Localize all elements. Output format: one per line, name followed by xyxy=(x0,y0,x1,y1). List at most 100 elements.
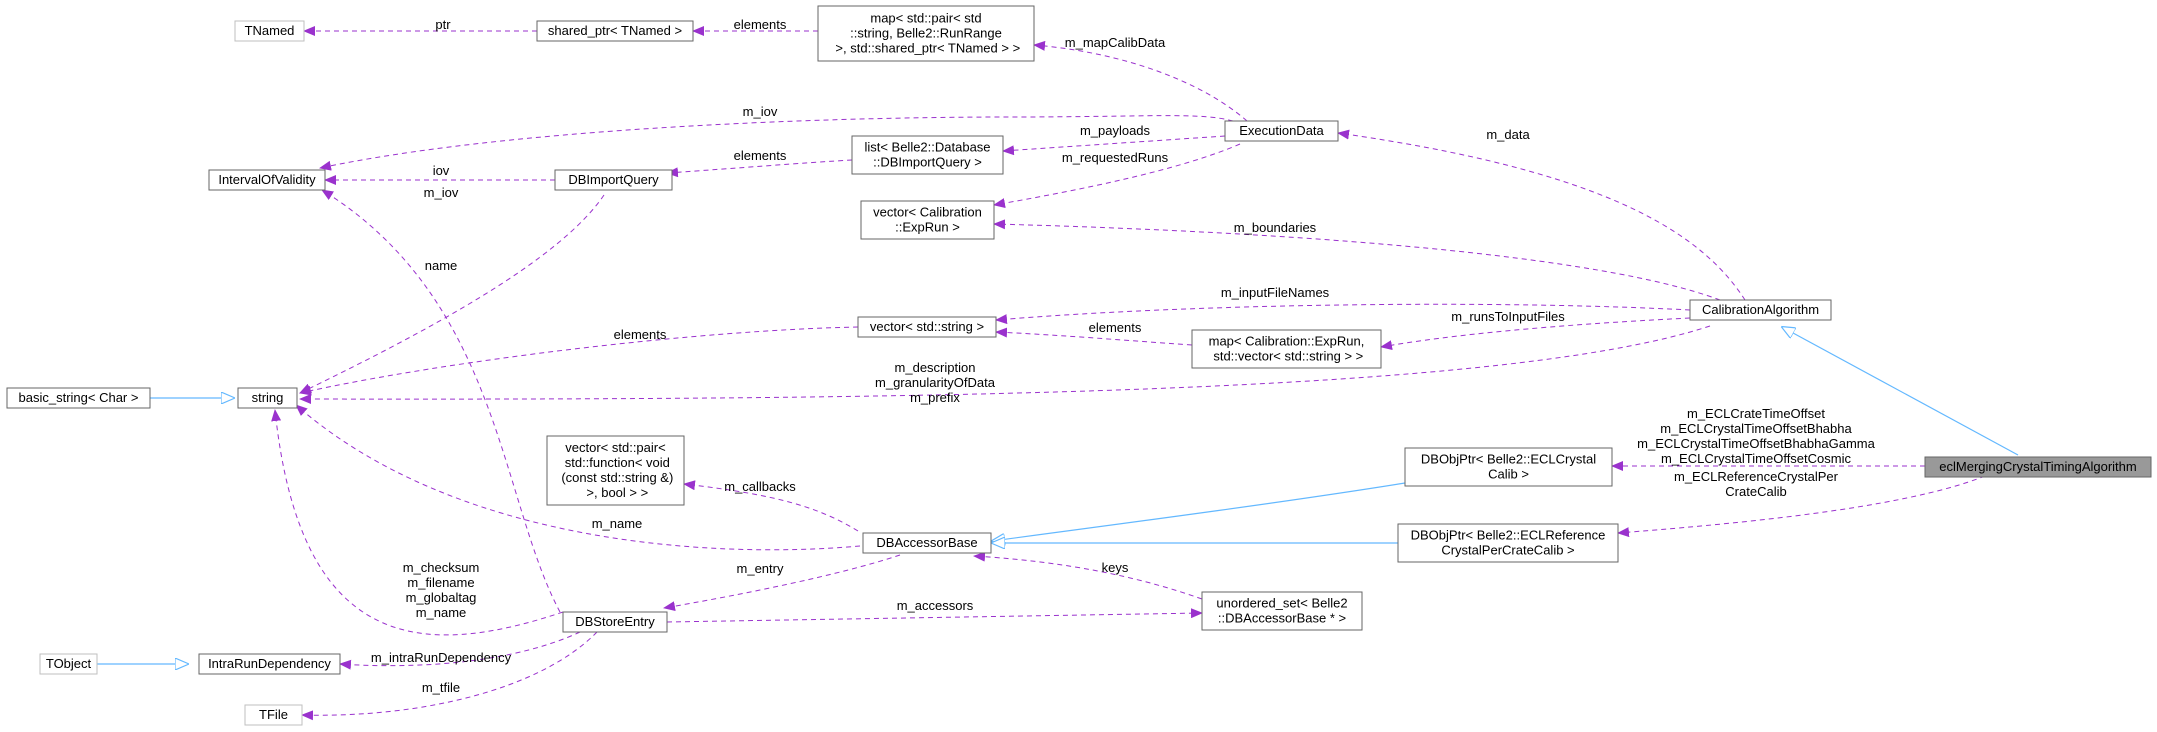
node-label-line: map< Calibration::ExpRun, xyxy=(1209,334,1365,349)
edge-m-payloads xyxy=(1002,135,1226,156)
node-tnamed[interactable]: TNamed xyxy=(234,20,305,42)
edge-label-elements-vecstr: elements xyxy=(614,327,667,342)
node-box xyxy=(857,316,997,338)
edge-label-line: m_granularityOfData xyxy=(875,375,996,390)
node-box xyxy=(860,200,995,240)
edge-m-checksum xyxy=(271,409,564,636)
edge-label-m-runsToInputFiles: m_runsToInputFiles xyxy=(1451,309,1565,324)
node-box xyxy=(536,20,694,42)
node-label: string xyxy=(252,390,284,405)
node-label-line: vector< Calibration xyxy=(873,205,982,220)
node-label: DBImportQuery xyxy=(568,172,659,187)
node-box xyxy=(6,387,151,409)
node-label-line: >, bool > > xyxy=(583,485,648,500)
edge-label-line: name xyxy=(425,258,458,273)
edge-label-m-name: m_name xyxy=(592,516,643,531)
node-label-line: IntervalOfValidity xyxy=(218,172,316,187)
node-map-calib[interactable]: map< std::pair< std::string, Belle2::Run… xyxy=(817,5,1035,62)
node-label-line: ::string, Belle2::RunRange xyxy=(850,26,1002,41)
node-label-line: DBObjPtr< Belle2::ECLCrystal xyxy=(1421,452,1596,467)
node-basic-string[interactable]: basic_string< Char > xyxy=(6,387,151,409)
node-box xyxy=(234,20,305,42)
edge-m-accessors xyxy=(666,608,1203,623)
edge-label-line: iov xyxy=(433,163,450,178)
edge-label-m-data: m_data xyxy=(1486,127,1530,142)
node-label-line: CalibrationAlgorithm xyxy=(1702,302,1819,317)
edge-label-line: m_tfile xyxy=(422,680,460,695)
node-interval[interactable]: IntervalOfValidity xyxy=(208,169,326,191)
edge-label-line: keys xyxy=(1102,560,1129,575)
node-label-line: shared_ptr< TNamed > xyxy=(548,23,682,38)
node-label-line: unordered_set< Belle2 xyxy=(1216,596,1347,611)
node-box xyxy=(198,653,341,675)
node-tobject[interactable]: TObject xyxy=(39,653,98,675)
node-label: IntraRunDependency xyxy=(208,656,331,671)
node-ecl[interactable]: eclMergingCrystalTimingAlgorithm xyxy=(1924,456,2152,478)
node-box xyxy=(851,135,1004,175)
node-dbaccessor[interactable]: DBAccessorBase xyxy=(862,532,992,554)
node-label: map< std::pair< std::string, Belle2::Run… xyxy=(832,11,1020,56)
node-label-line: >, std::shared_ptr< TNamed > > xyxy=(832,41,1020,56)
edge-label-elements-map: elements xyxy=(1089,320,1142,335)
edge-label-line: m_ECLCrateTimeOffset xyxy=(1687,406,1825,421)
node-label-line: string xyxy=(252,390,284,405)
node-label-line: Calib > xyxy=(1488,467,1529,482)
node-vector-string[interactable]: vector< std::string > xyxy=(857,316,997,338)
edge-m-runsToInputFiles xyxy=(1380,317,1691,351)
node-label-line: CrystalPerCrateCalib > xyxy=(1441,543,1574,558)
edge-label-line: m_accessors xyxy=(897,598,974,613)
node-dbstoreentry[interactable]: DBStoreEntry xyxy=(562,611,668,633)
node-label: ExecutionData xyxy=(1239,123,1324,138)
node-label-line: ::DBAccessorBase * > xyxy=(1218,611,1346,626)
edge-label-line: m_prefix xyxy=(910,390,960,405)
edge-label-iov: iov xyxy=(433,163,450,178)
edge-elements-map xyxy=(995,327,1193,346)
edge-label-line: m_iov xyxy=(743,104,778,119)
node-intrarun[interactable]: IntraRunDependency xyxy=(198,653,341,675)
edge-label-m-ecl-crystal: m_ECLCrateTimeOffset m_ECLCrystalTimeOffs… xyxy=(1637,406,1875,466)
edge-label-line: m_filename xyxy=(407,575,474,590)
edge-label-line: m_boundaries xyxy=(1234,220,1317,235)
node-box xyxy=(554,169,673,191)
node-label-line: ExecutionData xyxy=(1239,123,1324,138)
edge-label-m-mapCalibData: m_mapCalibData xyxy=(1065,35,1166,50)
node-label-line: (const std::string &) xyxy=(558,470,674,485)
edge-label-m-payloads: m_payloads xyxy=(1080,123,1151,138)
edge-label-line: m_globaltag xyxy=(406,590,477,605)
node-label-line: TFile xyxy=(259,707,288,722)
node-label: map< Calibration::ExpRun, std::vector< s… xyxy=(1209,334,1365,364)
node-box xyxy=(39,653,98,675)
node-label-line: TObject xyxy=(46,656,92,671)
node-tfile[interactable]: TFile xyxy=(244,704,303,726)
edge-label-line: m_payloads xyxy=(1080,123,1151,138)
node-box xyxy=(1201,591,1363,631)
node-execution[interactable]: ExecutionData xyxy=(1224,120,1339,142)
node-map-exprun[interactable]: map< Calibration::ExpRun, std::vector< s… xyxy=(1191,329,1382,369)
edge-elements-vecstr xyxy=(299,326,859,396)
node-calibration[interactable]: CalibrationAlgorithm xyxy=(1689,299,1832,321)
node-box xyxy=(1689,299,1832,321)
node-label: TFile xyxy=(259,707,288,722)
edge-label-m-entry: m_entry xyxy=(737,561,784,576)
node-label: vector< std::pair< std::function< void (… xyxy=(558,440,674,500)
node-vector-exprun[interactable]: vector< Calibration::ExpRun > xyxy=(860,200,995,240)
node-list-db[interactable]: list< Belle2::Database::DBImportQuery > xyxy=(851,135,1004,175)
node-label-line: ::ExpRun > xyxy=(895,220,960,235)
node-vector-pair[interactable]: vector< std::pair< std::function< void (… xyxy=(546,435,685,506)
node-label: DBAccessorBase xyxy=(876,535,977,550)
edge-label-line: m_ECLCrystalTimeOffsetCosmic xyxy=(1661,451,1851,466)
node-string[interactable]: string xyxy=(237,387,298,409)
edge-label-line: m_requestedRuns xyxy=(1062,150,1169,165)
edge-label-line: m_ECLCrystalTimeOffsetBhabhaGamma xyxy=(1637,436,1875,451)
node-unordered-set[interactable]: unordered_set< Belle2::DBAccessorBase * … xyxy=(1201,591,1363,631)
edge-m-name xyxy=(295,404,861,551)
edge-m-iov-store xyxy=(321,189,561,613)
node-shared-ptr[interactable]: shared_ptr< TNamed > xyxy=(536,20,694,42)
node-dbimportquery[interactable]: DBImportQuery xyxy=(554,169,673,191)
edge-label-line: m_iov xyxy=(424,185,459,200)
